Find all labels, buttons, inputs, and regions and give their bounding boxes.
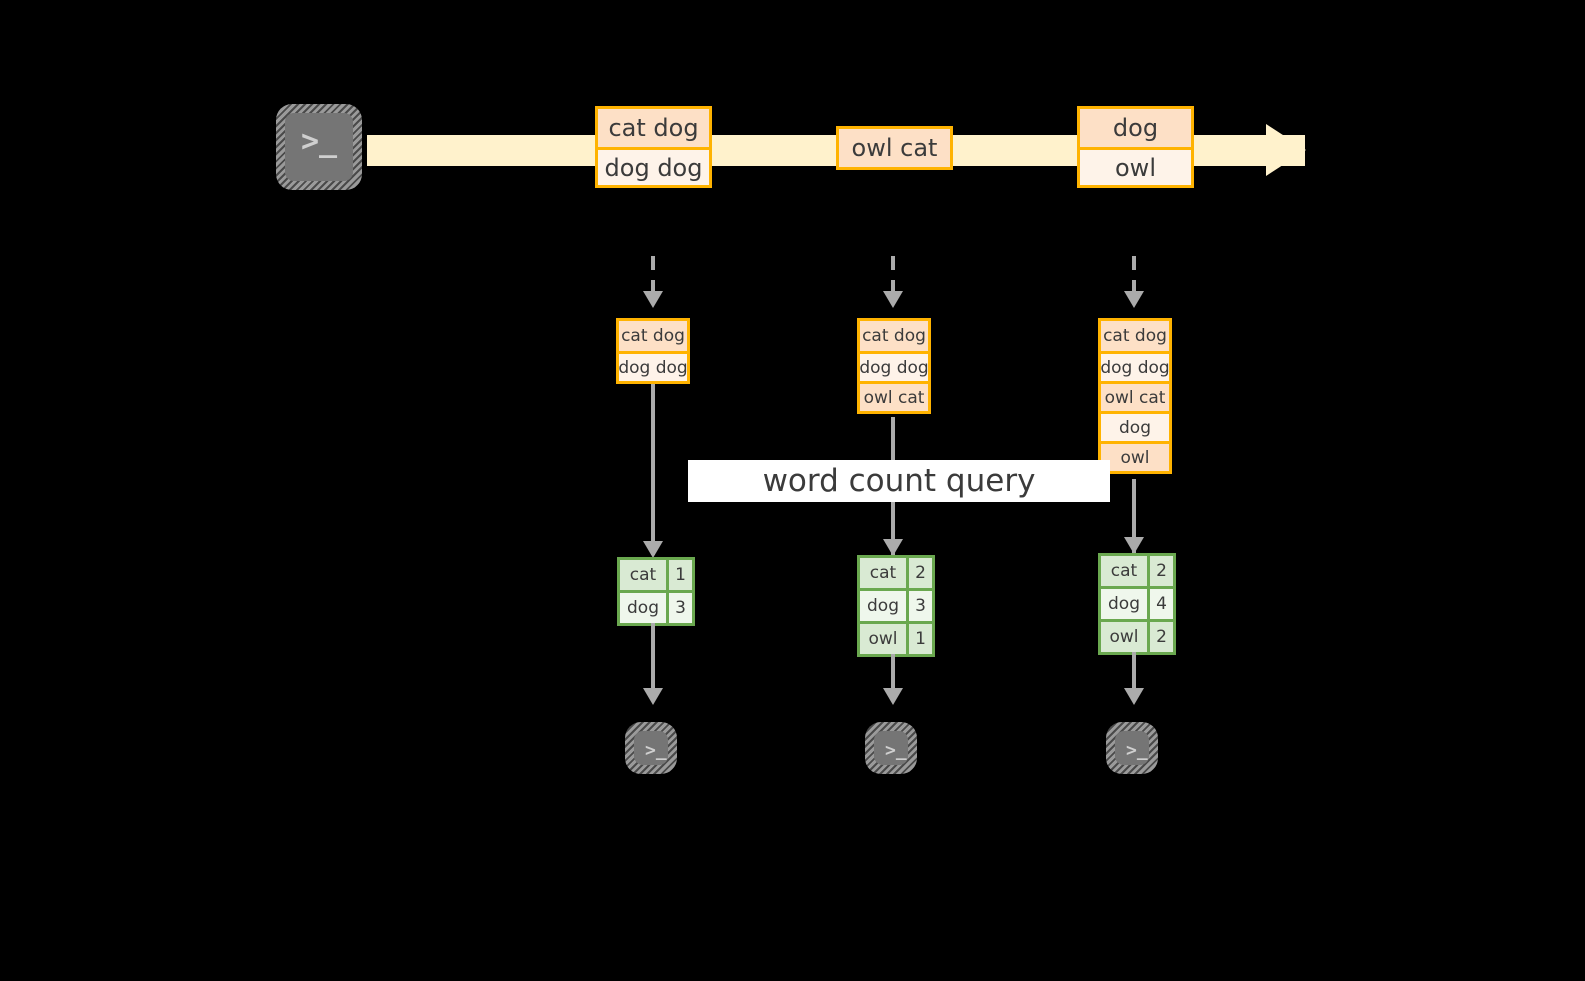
result-row: dog 3 xyxy=(620,590,692,623)
result-count: 1 xyxy=(906,624,932,654)
snapshot-input-row: cat dog xyxy=(619,321,687,351)
stream-batch-3[interactable]: dog owl xyxy=(1077,106,1194,188)
event-stream-arrowhead xyxy=(1266,124,1306,176)
snapshot-input-row: owl cat xyxy=(1101,381,1169,411)
result-word: dog xyxy=(620,593,666,623)
snapshot-input-row: cat dog xyxy=(860,321,928,351)
snapshot-3-sink-line xyxy=(1132,652,1136,701)
result-count: 3 xyxy=(906,591,932,621)
snapshot-3-input-table[interactable]: cat dog dog dog owl cat dog owl xyxy=(1098,318,1172,474)
snapshot-1-trigger-arrowhead xyxy=(643,291,663,308)
snapshot-input-row: owl xyxy=(1101,441,1169,471)
terminal-prompt-label: >_ xyxy=(1126,740,1148,761)
snapshot-2-sink-line xyxy=(891,654,895,701)
stream-message: dog xyxy=(1080,109,1191,147)
result-word: dog xyxy=(1101,589,1147,619)
snapshot-2-input-table[interactable]: cat dog dog dog owl cat xyxy=(857,318,931,414)
result-word: cat xyxy=(860,558,906,588)
stream-message: cat dog xyxy=(598,109,709,147)
result-count: 2 xyxy=(1147,556,1173,586)
snapshot-1-query-line xyxy=(651,384,655,555)
snapshot-3-result-table[interactable]: cat 2 dog 4 owl 2 xyxy=(1098,553,1176,655)
snapshot-1-sink-line xyxy=(651,623,655,701)
snapshot-input-row: dog dog xyxy=(1100,351,1170,381)
snapshot-input-row: owl cat xyxy=(860,381,928,411)
terminal-prompt-label: >_ xyxy=(885,740,907,761)
snapshot-input-row: cat dog xyxy=(1101,321,1169,351)
snapshot-3-sink-arrowhead xyxy=(1124,688,1144,705)
result-count: 1 xyxy=(666,560,692,590)
snapshot-input-row: dog dog xyxy=(618,351,688,381)
result-row: cat 2 xyxy=(1101,556,1173,586)
result-count: 2 xyxy=(1147,622,1173,652)
result-row: dog 3 xyxy=(860,588,932,621)
terminal-prompt-label: >_ xyxy=(645,740,667,761)
result-word: owl xyxy=(1101,622,1147,652)
result-count: 4 xyxy=(1147,589,1173,619)
snapshot-3-sink-terminal-icon[interactable]: >_ xyxy=(1106,722,1158,774)
snapshot-1-sink-terminal-icon[interactable]: >_ xyxy=(625,722,677,774)
result-word: dog xyxy=(860,591,906,621)
result-word: cat xyxy=(620,560,666,590)
stream-batch-1[interactable]: cat dog dog dog xyxy=(595,106,712,188)
result-row: owl 2 xyxy=(1101,619,1173,652)
stream-message: dog dog xyxy=(598,147,709,185)
snapshot-1-sink-arrowhead xyxy=(643,688,663,705)
snapshot-3-trigger-line xyxy=(1132,256,1136,294)
snapshot-1-query-arrowhead xyxy=(643,541,663,558)
stream-batch-2[interactable]: owl cat xyxy=(836,126,953,170)
snapshot-2-query-arrowhead xyxy=(883,539,903,556)
result-row: owl 1 xyxy=(860,621,932,654)
terminal-screen: >_ xyxy=(634,731,668,765)
terminal-prompt-label: >_ xyxy=(301,124,338,159)
snapshot-1-trigger-line xyxy=(651,256,655,294)
snapshot-input-row: dog dog xyxy=(859,351,929,381)
query-banner: word count query xyxy=(688,460,1110,502)
result-count: 2 xyxy=(906,558,932,588)
result-word: owl xyxy=(860,624,906,654)
snapshot-3-query-arrowhead xyxy=(1124,537,1144,554)
source-terminal-icon[interactable]: >_ xyxy=(276,104,362,190)
snapshot-3-trigger-arrowhead xyxy=(1124,291,1144,308)
terminal-screen: >_ xyxy=(1115,731,1149,765)
snapshot-input-row: dog xyxy=(1101,411,1169,441)
terminal-screen: >_ xyxy=(874,731,908,765)
snapshot-1-input-table[interactable]: cat dog dog dog xyxy=(616,318,690,384)
terminal-screen: >_ xyxy=(285,113,353,181)
result-row: cat 2 xyxy=(860,558,932,588)
snapshot-2-trigger-line xyxy=(891,256,895,294)
stream-message: owl xyxy=(1080,147,1191,185)
snapshot-2-result-table[interactable]: cat 2 dog 3 owl 1 xyxy=(857,555,935,657)
snapshot-3-query-line xyxy=(1132,479,1136,555)
stream-message: owl cat xyxy=(839,129,950,167)
result-row: cat 1 xyxy=(620,560,692,590)
snapshot-1-result-table[interactable]: cat 1 dog 3 xyxy=(617,557,695,626)
result-row: dog 4 xyxy=(1101,586,1173,619)
result-word: cat xyxy=(1101,556,1147,586)
snapshot-2-trigger-arrowhead xyxy=(883,291,903,308)
result-count: 3 xyxy=(666,593,692,623)
query-banner-label: word count query xyxy=(762,463,1036,499)
snapshot-2-sink-terminal-icon[interactable]: >_ xyxy=(865,722,917,774)
snapshot-2-sink-arrowhead xyxy=(883,688,903,705)
